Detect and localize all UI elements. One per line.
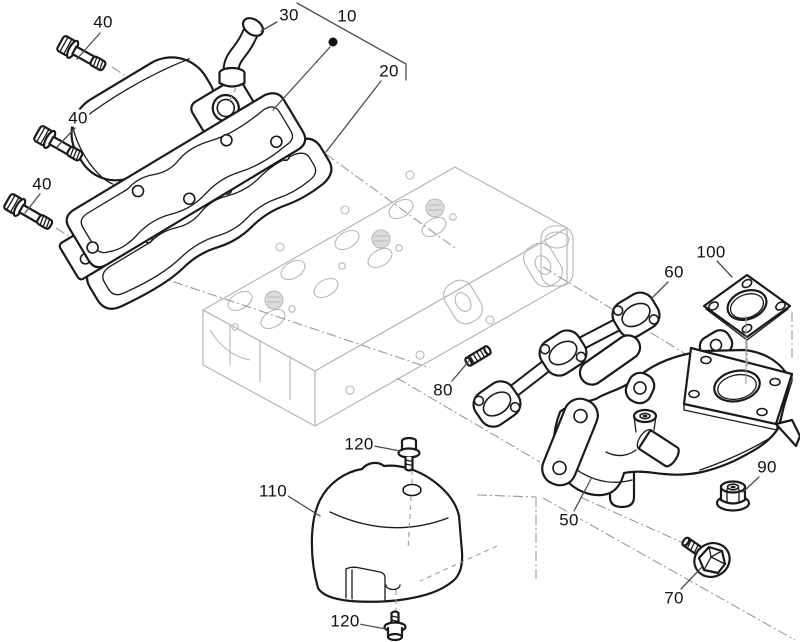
manifold-bolt-middle xyxy=(33,124,86,165)
callout-10[interactable]: 10 xyxy=(336,6,358,26)
callout-70[interactable]: 70 xyxy=(663,588,685,608)
flange-nut xyxy=(717,482,749,511)
callout-20[interactable]: 20 xyxy=(378,61,400,81)
manifold-bolt-top xyxy=(56,34,109,75)
shield-bolt-bottom xyxy=(385,612,406,641)
cylinder-head-ghost xyxy=(203,167,573,426)
manifold-bolt-bottom xyxy=(3,192,56,233)
callout-40-middle[interactable]: 40 xyxy=(67,108,89,128)
cover-plate xyxy=(704,275,790,340)
exhaust-manifold-gasket xyxy=(468,287,665,432)
callout-30[interactable]: 30 xyxy=(278,5,300,25)
callout-60[interactable]: 60 xyxy=(663,262,685,282)
manifold-stud xyxy=(464,345,492,367)
callout-90[interactable]: 90 xyxy=(756,457,778,477)
callout-120-bottom[interactable]: 120 xyxy=(329,611,361,631)
assembly-dot-marker xyxy=(328,37,338,47)
breather-elbow xyxy=(220,15,267,87)
callout-110[interactable]: 110 xyxy=(257,481,289,501)
assembly-bracket-line xyxy=(297,3,406,80)
shield-bolt-top xyxy=(399,438,420,471)
callout-leader-lines xyxy=(25,3,759,629)
callout-40-top[interactable]: 40 xyxy=(92,12,114,32)
elbow-drop-line xyxy=(229,88,236,102)
intake-manifold xyxy=(3,14,310,281)
exhaust-manifold-left-ear xyxy=(537,394,602,490)
shield-projection-lines xyxy=(396,470,497,611)
heat-shield xyxy=(312,463,462,602)
exhaust-manifold xyxy=(537,326,800,507)
callout-100[interactable]: 100 xyxy=(695,242,727,262)
callout-50[interactable]: 50 xyxy=(558,510,580,530)
callout-40-bottom[interactable]: 40 xyxy=(31,174,53,194)
exhaust-side-stub xyxy=(634,427,681,468)
plate-projection-lines xyxy=(746,312,792,384)
callout-80[interactable]: 80 xyxy=(432,380,454,400)
callout-120-top[interactable]: 120 xyxy=(343,434,375,454)
flange-bolt xyxy=(681,537,736,584)
